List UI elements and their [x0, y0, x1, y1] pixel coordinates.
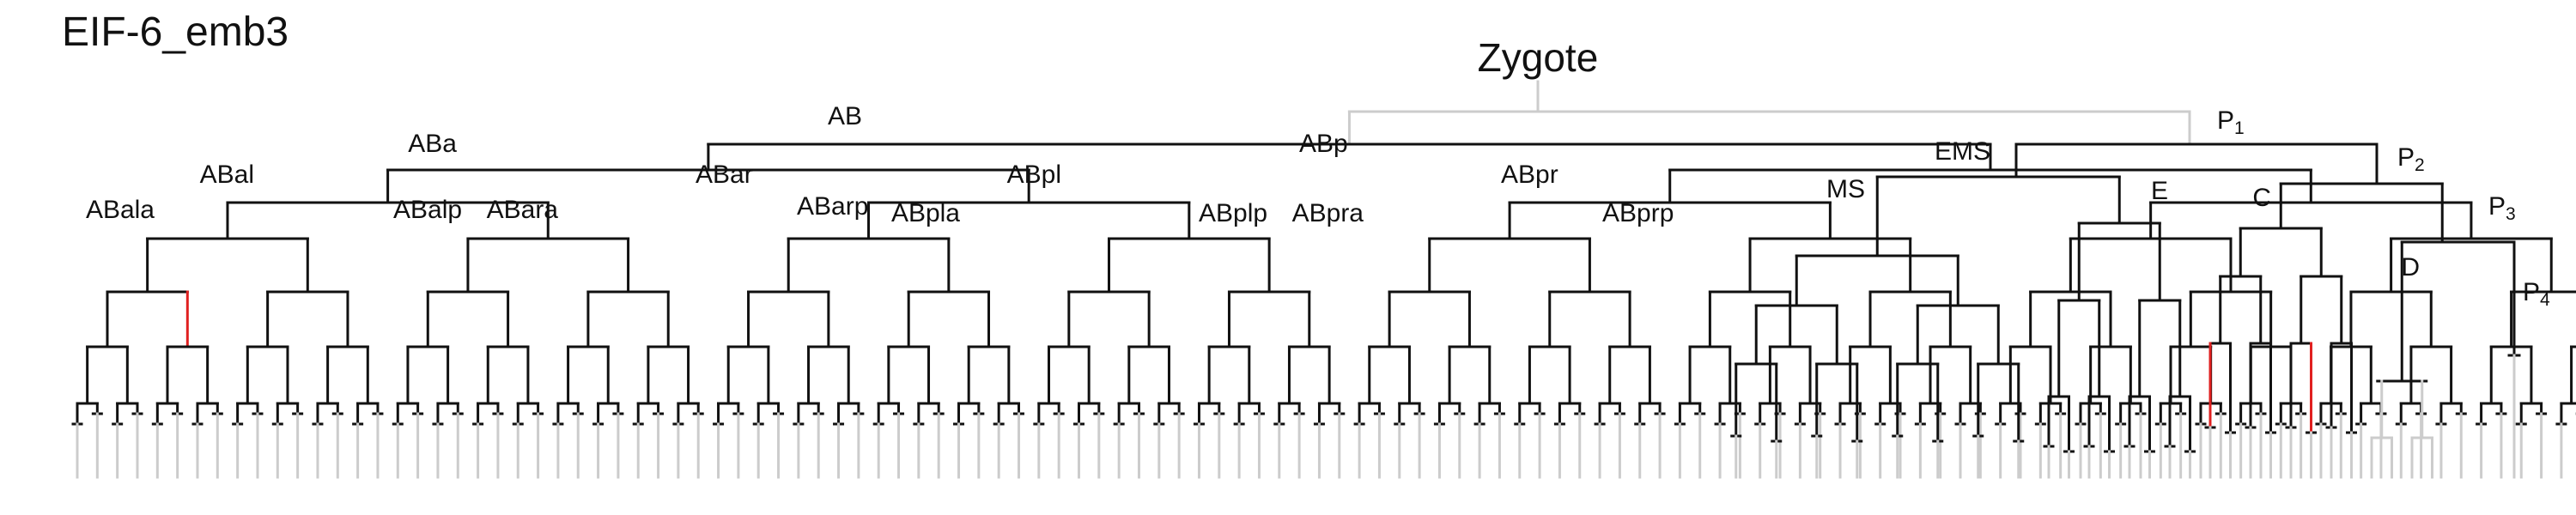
label-abal: ABal	[200, 161, 254, 189]
label-abar: ABar	[696, 161, 753, 189]
label-aba: ABa	[408, 130, 457, 158]
label-abarp: ABarp	[797, 192, 868, 221]
label-d: D	[2401, 253, 2420, 282]
label-abprp: ABprp	[1602, 199, 1674, 227]
label-abplp: ABplp	[1199, 199, 1267, 227]
label-p2: P2	[2397, 143, 2425, 175]
embryo-title: EIF-6_emb3	[62, 9, 289, 55]
label-ab: AB	[828, 102, 862, 130]
zygote-label: Zygote	[1478, 35, 1599, 80]
label-abp: ABp	[1299, 130, 1348, 158]
label-abpra: ABpra	[1292, 199, 1364, 227]
label-abpr: ABpr	[1501, 161, 1558, 189]
label-p1: P1	[2217, 106, 2245, 138]
label-abala: ABala	[86, 196, 155, 224]
label-abpla: ABpla	[891, 199, 960, 227]
label-abara: ABara	[487, 196, 559, 224]
label-c: C	[2252, 184, 2271, 212]
label-abalp: ABalp	[393, 196, 462, 224]
tree-branches	[71, 80, 2576, 479]
label-ems: EMS	[1935, 137, 1990, 166]
label-ms: MS	[1826, 175, 1865, 203]
label-e: E	[2151, 177, 2168, 205]
label-p4: P4	[2523, 278, 2550, 310]
label-abpl: ABpl	[1007, 161, 1061, 189]
label-p3: P3	[2488, 192, 2516, 224]
